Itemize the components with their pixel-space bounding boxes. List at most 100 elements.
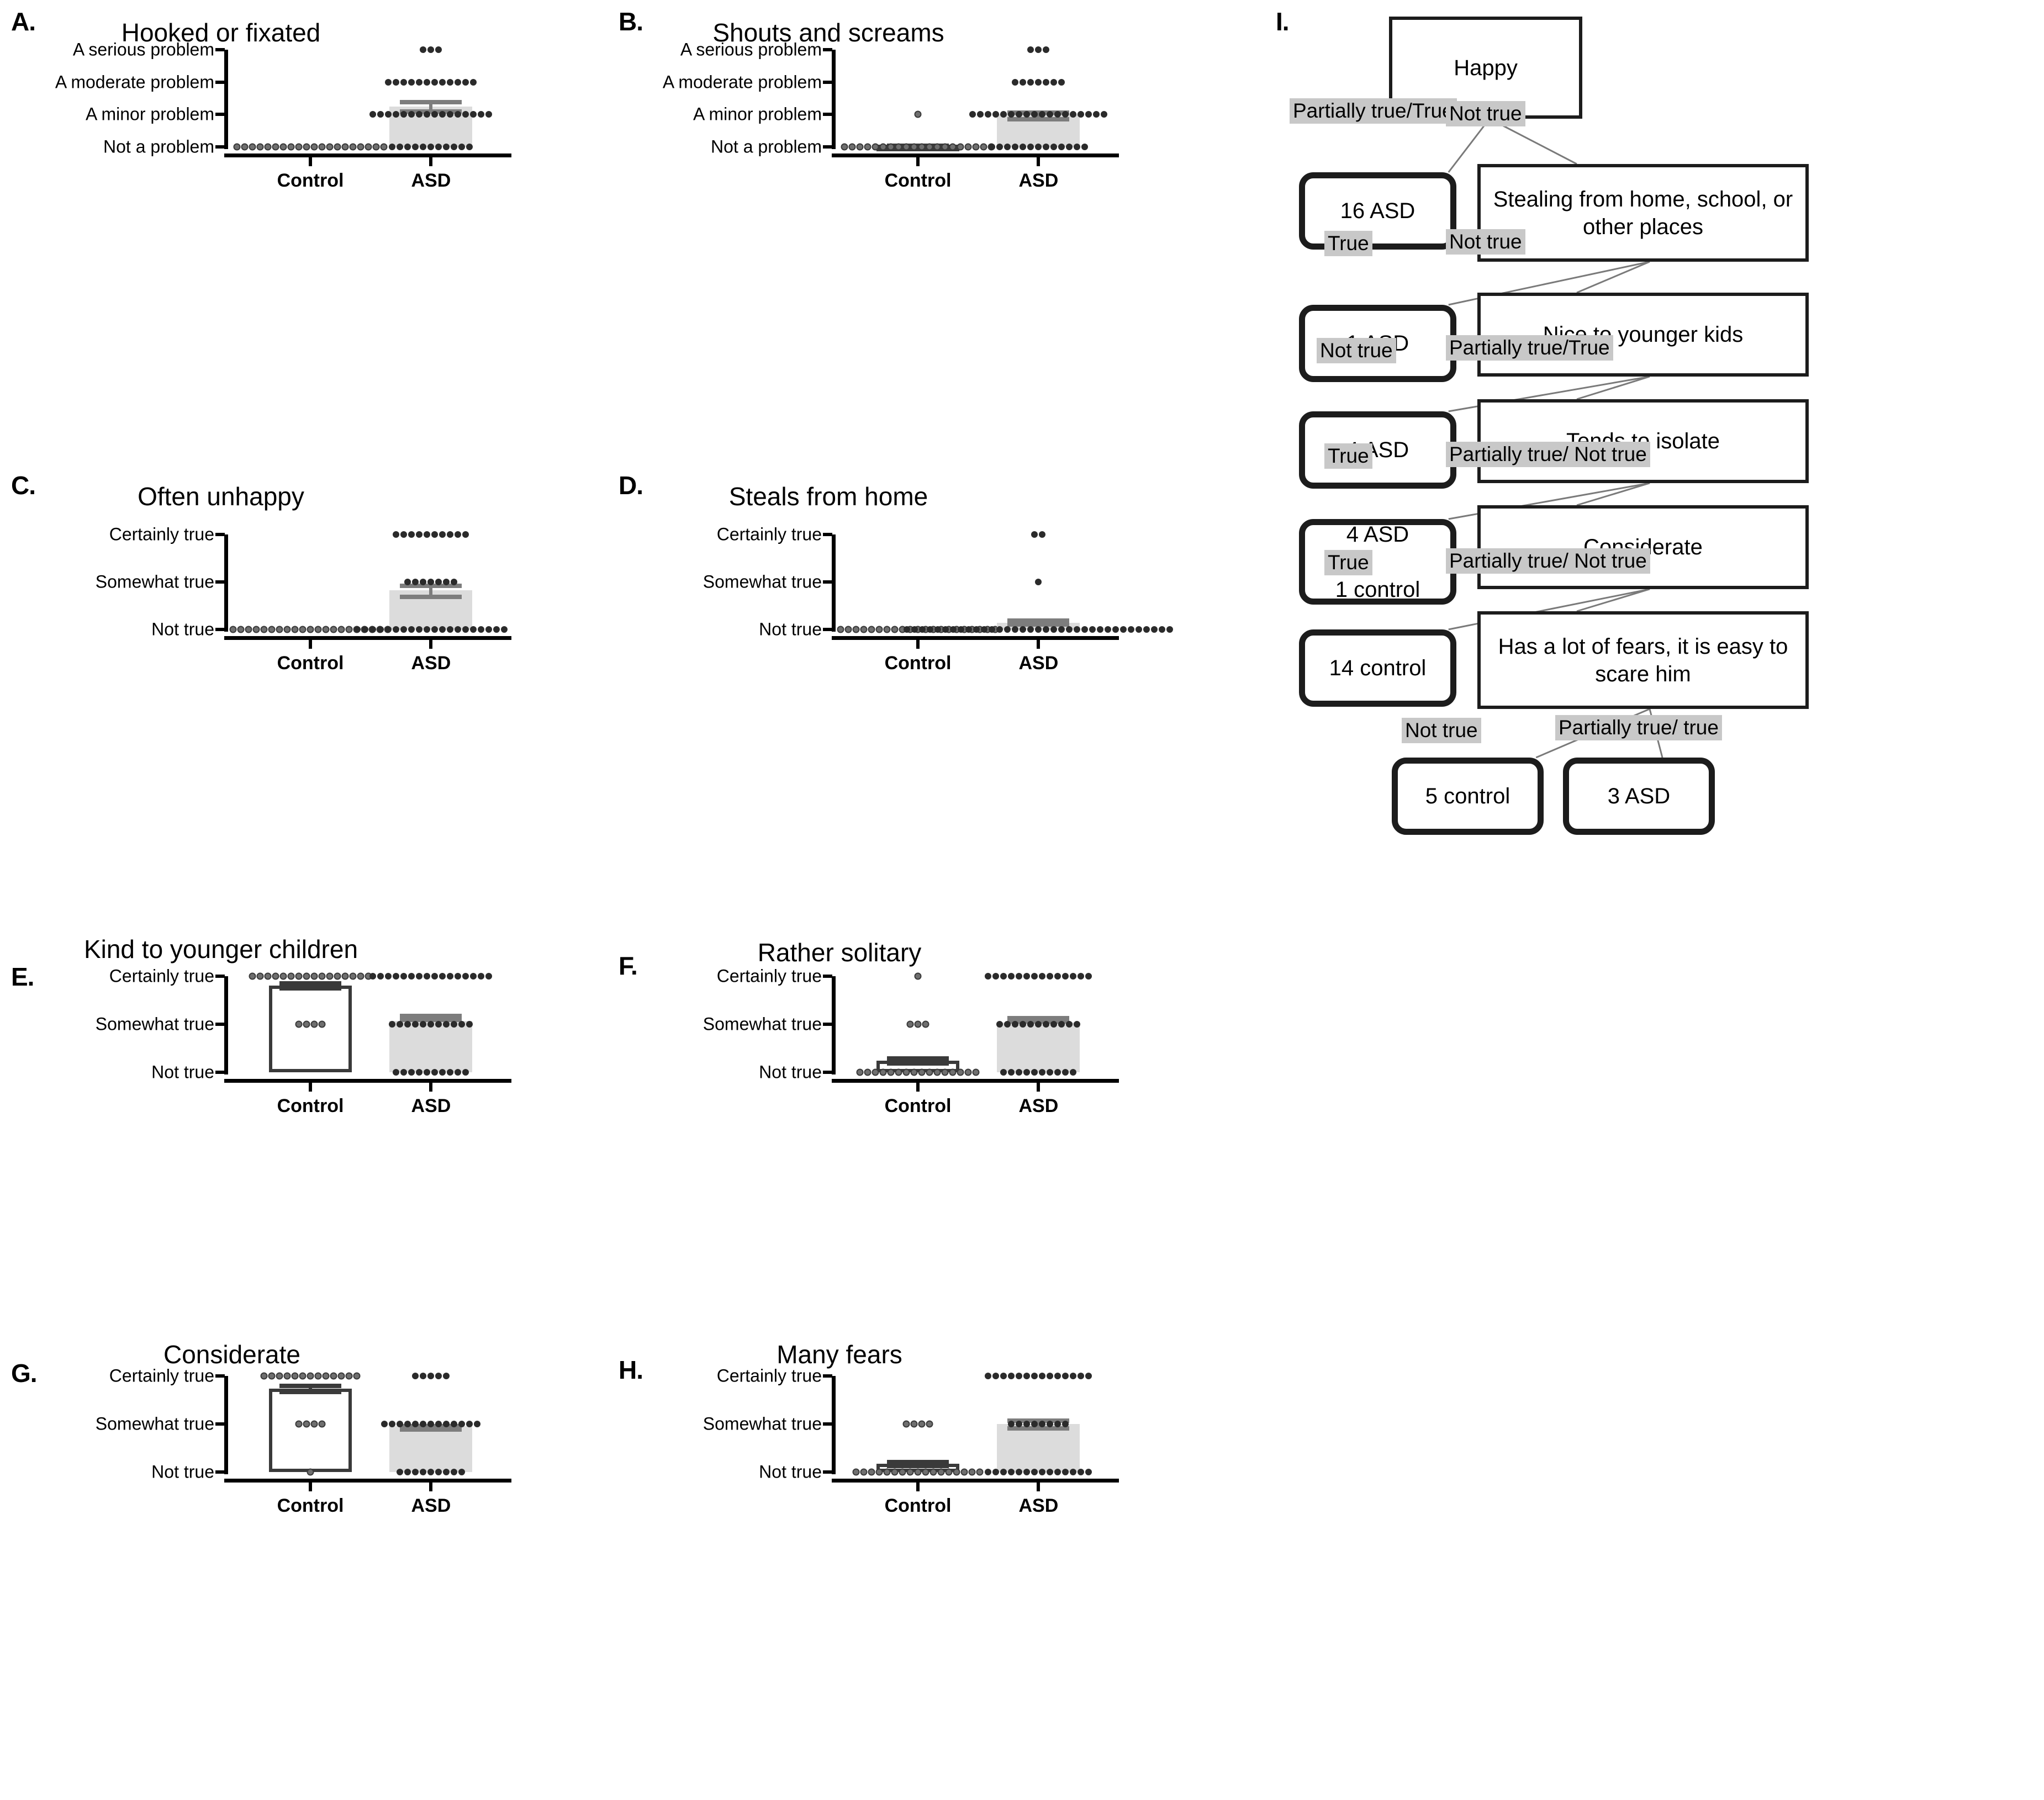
tree-node-label: Stealing from home, school, or other pla… xyxy=(1493,187,1793,239)
y-tick-label-C-2: Certainly true xyxy=(109,524,214,544)
data-point xyxy=(1031,1469,1038,1475)
y-tick-H-1 xyxy=(823,1422,832,1426)
x-tick-C-0 xyxy=(309,639,312,649)
data-point xyxy=(864,1068,872,1076)
data-point xyxy=(1101,111,1108,118)
data-point xyxy=(408,78,415,86)
data-point xyxy=(455,973,462,980)
data-points-G-control-0 xyxy=(307,1468,314,1476)
data-point xyxy=(910,143,918,151)
data-point xyxy=(1039,111,1046,118)
data-points-D-asd-0 xyxy=(904,626,1174,633)
tree-node-label: 3 ASD xyxy=(1607,784,1671,808)
data-points-C-asd-0 xyxy=(354,626,508,633)
y-tick-label-A-1: A minor problem xyxy=(86,104,214,124)
data-point xyxy=(933,143,941,151)
data-point xyxy=(287,972,295,980)
tree-edge-label-stealing-to-nice: Not true xyxy=(1446,229,1525,255)
data-point xyxy=(478,111,485,118)
y-axis-line-A xyxy=(224,50,228,149)
error-bar-cap-bottom-D-asd xyxy=(1007,622,1070,627)
tree-node-label: 1 control xyxy=(1335,577,1420,602)
data-point xyxy=(1078,111,1085,118)
panel-letter-I: I. xyxy=(1276,7,1290,36)
data-point xyxy=(353,1372,361,1380)
data-point xyxy=(443,1021,450,1028)
bar-E-control xyxy=(269,986,352,1072)
data-point xyxy=(439,78,446,86)
data-point xyxy=(1078,1469,1085,1475)
data-point xyxy=(1000,1373,1007,1379)
x-axis-line-C xyxy=(224,636,511,640)
tree-edge-label-fears-to-leaf5c: Not true xyxy=(1402,718,1481,743)
data-point xyxy=(412,1469,419,1475)
y-tick-B-3 xyxy=(823,48,832,51)
data-point xyxy=(1035,78,1042,86)
data-point xyxy=(919,626,926,633)
data-point xyxy=(447,531,454,538)
data-point xyxy=(431,78,439,86)
data-point xyxy=(1066,626,1073,633)
data-point xyxy=(404,1421,411,1427)
data-point xyxy=(447,78,454,86)
x-tick-A-0 xyxy=(309,157,312,166)
data-point xyxy=(1074,626,1081,633)
data-point xyxy=(349,972,357,980)
data-point xyxy=(1166,626,1174,633)
data-point xyxy=(957,1068,964,1076)
data-point xyxy=(416,626,423,633)
bar-E-asd xyxy=(389,1020,473,1072)
data-point xyxy=(303,972,310,980)
data-point xyxy=(400,626,408,633)
data-point xyxy=(872,143,879,151)
error-bar-cap-bottom-F-control xyxy=(887,1061,949,1066)
y-tick-E-1 xyxy=(215,1023,225,1026)
data-point xyxy=(362,626,369,633)
y-tick-label-C-1: Somewhat true xyxy=(95,571,214,592)
data-point xyxy=(1016,1373,1023,1379)
data-point xyxy=(416,1069,423,1076)
data-point xyxy=(357,972,365,980)
data-point xyxy=(466,1021,473,1028)
error-bar-cap-top-E-asd xyxy=(400,1013,462,1018)
data-point xyxy=(385,973,392,980)
data-point xyxy=(1050,1021,1058,1028)
data-point xyxy=(412,1373,419,1379)
data-point xyxy=(345,1372,353,1380)
data-point xyxy=(435,144,442,150)
data-point xyxy=(856,1068,864,1076)
data-point xyxy=(377,111,384,118)
y-axis-line-F xyxy=(832,976,836,1074)
data-point xyxy=(926,1420,933,1428)
data-point xyxy=(879,143,887,151)
data-point xyxy=(942,626,949,633)
data-point xyxy=(1004,1021,1011,1028)
data-point xyxy=(949,1068,957,1076)
y-tick-label-A-0: Not a problem xyxy=(103,136,214,157)
data-point xyxy=(1016,1069,1023,1076)
data-point xyxy=(318,972,326,980)
data-point xyxy=(985,1469,992,1475)
data-point xyxy=(443,579,450,585)
x-axis-line-F xyxy=(832,1079,1119,1083)
data-point xyxy=(264,972,272,980)
data-point xyxy=(318,1420,326,1428)
data-point xyxy=(1016,1421,1023,1427)
y-tick-C-2 xyxy=(215,533,225,536)
tree-node-leaf5c: 5 control xyxy=(1392,758,1544,835)
data-point xyxy=(1027,46,1034,53)
data-point xyxy=(408,626,415,633)
data-point xyxy=(1039,1069,1046,1076)
data-point xyxy=(385,626,392,633)
error-bar-cap-top-C-asd xyxy=(400,583,462,588)
data-point xyxy=(1020,1021,1027,1028)
data-point xyxy=(1008,1469,1015,1475)
data-point xyxy=(341,972,349,980)
data-point xyxy=(1008,1421,1015,1427)
error-bar-cap-top-F-asd xyxy=(1007,1016,1070,1021)
data-point xyxy=(891,626,899,633)
data-point xyxy=(310,1020,318,1028)
error-bar-line-H-asd xyxy=(1037,1418,1041,1430)
